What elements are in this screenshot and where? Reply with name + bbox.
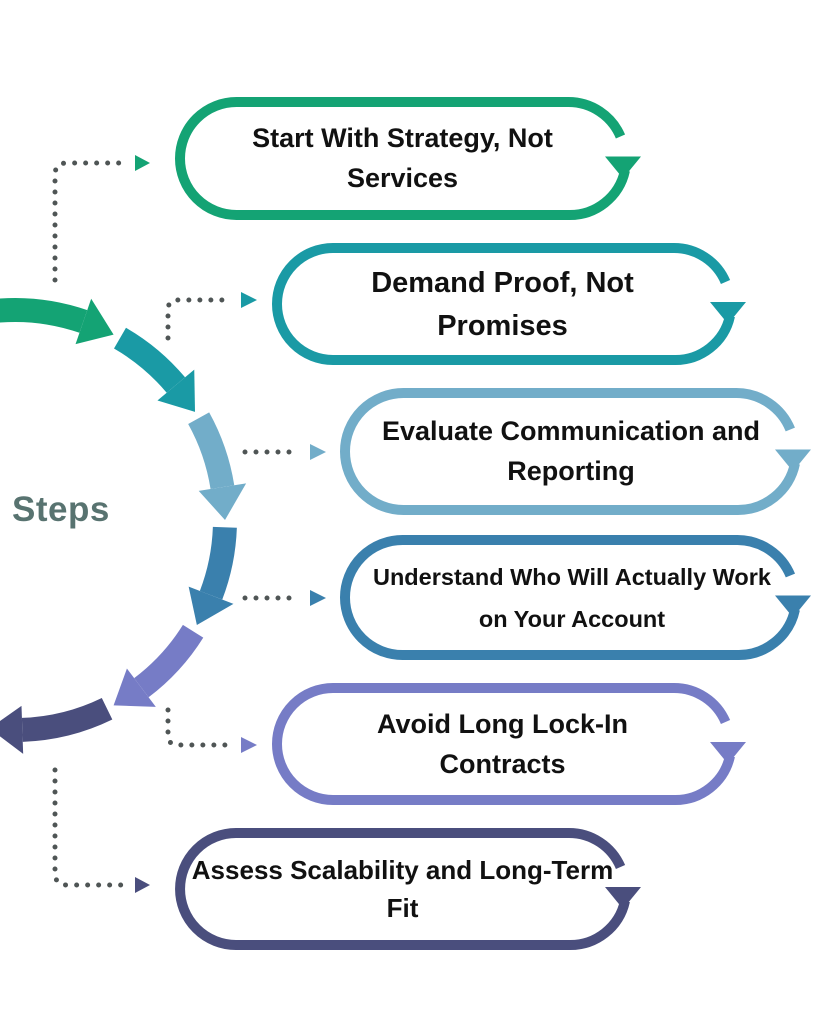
step-4-arrow-icon — [775, 595, 811, 618]
connector-1 — [52, 160, 128, 283]
arc-arrow-head-6 — [0, 705, 24, 754]
arc-arrow-body-5 — [133, 624, 204, 698]
step-6-arrow-icon — [605, 887, 641, 909]
step-1-label: Start With Strategy, Not Services — [252, 123, 553, 193]
step-4-label: Understand Who Will Actually Work on You… — [372, 564, 771, 632]
step-2-pill — [272, 243, 735, 366]
dotted-connectors — [52, 160, 303, 888]
step-6-pill — [175, 828, 630, 951]
arc-arrow-head-2 — [157, 369, 196, 412]
arc-arrow-body-4 — [199, 526, 237, 600]
step-5-pill — [272, 683, 735, 806]
step-6-label: Assess Scalability and Long-Term Fit — [191, 854, 614, 923]
step-3-pill — [340, 388, 800, 516]
pointer-triangle-3 — [310, 444, 326, 460]
step-5-label: Avoid Long Lock-In Contracts — [377, 709, 628, 779]
arc-arrow-body-3 — [188, 412, 235, 490]
pointer-triangle-6 — [135, 877, 150, 893]
steps-title: Steps — [12, 490, 110, 529]
pointer-triangle-1 — [135, 155, 150, 171]
step-1-arrow-icon — [605, 156, 641, 179]
curved-arrow-path — [0, 298, 247, 754]
step-2-arrow-icon — [710, 302, 746, 324]
step-3-arrow-icon — [775, 449, 811, 472]
step-4-pill — [340, 535, 800, 661]
pointer-triangle-4 — [310, 590, 326, 606]
connector-6 — [52, 767, 128, 888]
arc-arrow-head-5 — [113, 668, 156, 707]
arc-arrow-body-2 — [113, 327, 186, 393]
arc-arrow-head-4 — [188, 586, 234, 625]
arc-arrow-head-1 — [75, 298, 114, 345]
step-3-label: Evaluate Communication and Reporting — [381, 416, 761, 486]
step-5-arrow-icon — [710, 742, 746, 764]
pointer-triangle-2 — [241, 292, 257, 308]
arc-arrow-body-6 — [21, 697, 113, 742]
arc-arrow-body-1 — [0, 298, 88, 333]
connector-2 — [165, 297, 235, 341]
step-2-label: Demand Proof, Not Promises — [371, 267, 634, 342]
connector-5 — [165, 707, 235, 748]
step-1-pill — [175, 97, 630, 221]
pointer-triangle-5 — [241, 737, 257, 753]
arc-arrow-head-3 — [198, 483, 247, 520]
